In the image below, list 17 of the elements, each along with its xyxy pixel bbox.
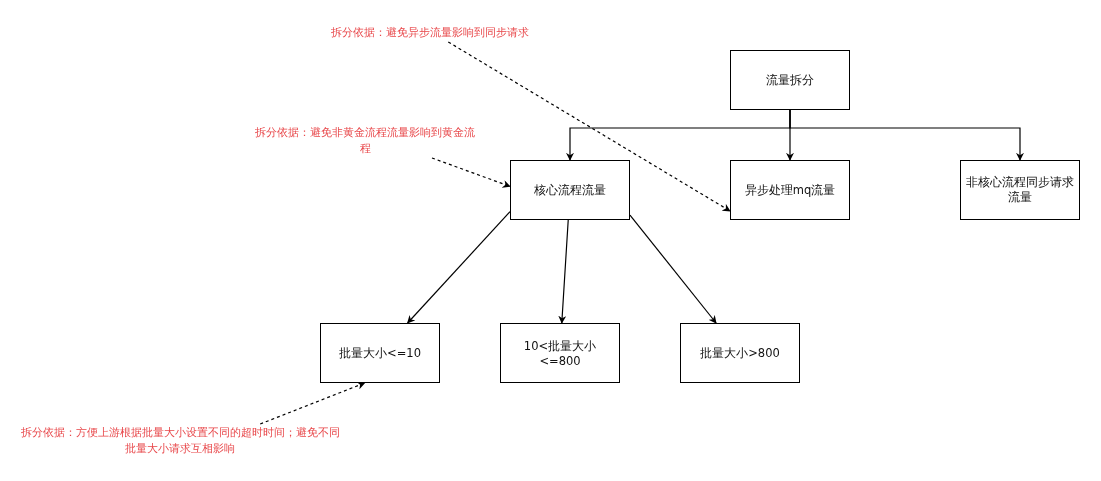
arrow xyxy=(558,219,569,324)
arrow xyxy=(407,211,511,324)
process-box: 批量大小<=10 xyxy=(320,323,440,383)
annotation-note: 拆分依据：避免异步流量影响到同步请求 xyxy=(305,24,555,42)
process-box: 流量拆分 xyxy=(730,50,850,110)
dashed-arrow xyxy=(431,157,511,188)
arrow xyxy=(629,214,717,324)
dashed-arrow xyxy=(447,41,731,212)
process-box: 异步处理mq流量 xyxy=(730,160,850,220)
process-box: 核心流程流量 xyxy=(510,160,630,220)
arrow xyxy=(789,109,1024,161)
annotation-note: 拆分依据：方便上游根据批量大小设置不同的超时时间；避免不同批量大小请求互相影响 xyxy=(20,424,340,458)
process-box: 批量大小>800 xyxy=(680,323,800,383)
annotation-note: 拆分依据：避免非黄金流程流量影响到黄金流程 xyxy=(250,124,480,158)
process-box: 非核心流程同步请求流量 xyxy=(960,160,1080,220)
dashed-arrow xyxy=(259,381,366,425)
process-box: 10<批量大小<=800 xyxy=(500,323,620,383)
